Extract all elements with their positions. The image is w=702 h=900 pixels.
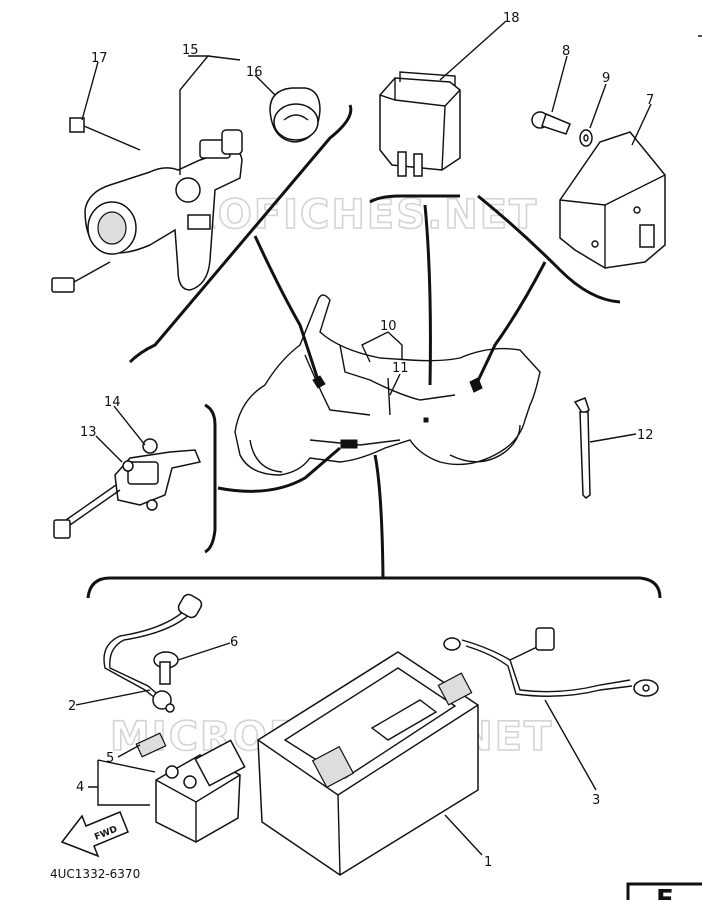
label-part-10: 10 xyxy=(380,319,397,334)
label-part-8: 8 xyxy=(562,44,570,59)
main-switch-assembly xyxy=(51,87,321,293)
label-part-16: 16 xyxy=(246,65,263,80)
label-part-6: 6 xyxy=(230,635,238,650)
label-part-12: 12 xyxy=(637,428,654,443)
callout-labels: 17 15 16 18 8 9 7 10 11 14 13 12 6 2 5 4… xyxy=(68,11,654,870)
label-part-7: 7 xyxy=(646,93,654,108)
battery-1 xyxy=(257,651,479,876)
motorcycle-outline xyxy=(234,294,541,476)
label-part-13: 13 xyxy=(80,425,97,440)
sensor-13 xyxy=(53,438,202,539)
relay-18 xyxy=(379,71,461,177)
label-part-1: 1 xyxy=(484,855,492,870)
label-part-4: 4 xyxy=(76,780,84,795)
label-part-18: 18 xyxy=(503,11,520,26)
drawing-code: 4UC1332-6370 xyxy=(50,867,140,881)
cable-3 xyxy=(443,627,659,697)
callout-leaders xyxy=(75,21,652,856)
control-unit-7 xyxy=(531,111,666,269)
cable-tie-12 xyxy=(573,397,591,499)
bolt-6 xyxy=(153,651,179,685)
fwd-arrow: FWD xyxy=(60,811,129,858)
label-part-3: 3 xyxy=(592,793,600,808)
starter-relay-4 xyxy=(135,732,246,843)
label-part-11: 11 xyxy=(392,361,409,376)
label-part-2: 2 xyxy=(68,699,76,714)
corner-tab: E xyxy=(626,882,702,900)
svg-text:E: E xyxy=(656,885,674,900)
cable-2 xyxy=(103,593,203,713)
label-part-14: 14 xyxy=(104,395,121,410)
label-part-5: 5 xyxy=(106,751,114,766)
label-part-9: 9 xyxy=(602,71,610,86)
label-part-15: 15 xyxy=(182,43,199,58)
label-part-17: 17 xyxy=(91,51,108,66)
